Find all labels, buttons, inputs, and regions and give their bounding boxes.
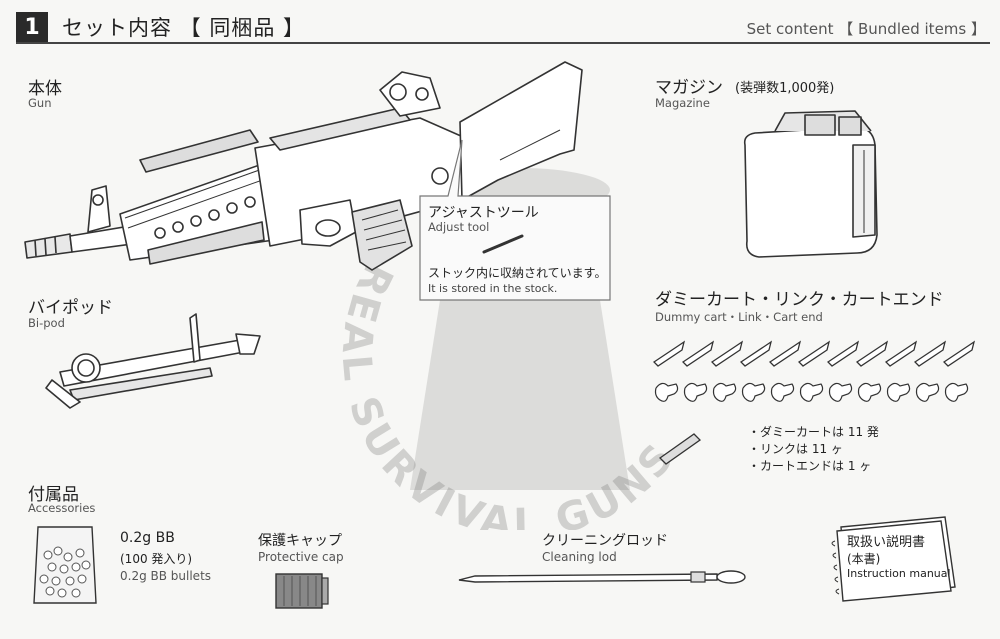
bb-label-en: 0.2g BB bullets bbox=[120, 569, 212, 583]
bipod-label-en: Bi-pod bbox=[28, 316, 65, 330]
section-number: 1 bbox=[16, 12, 48, 42]
bipod-illustration bbox=[45, 313, 261, 409]
cap-illustration bbox=[275, 573, 329, 609]
manual-illustration bbox=[831, 516, 956, 602]
bb-detail: (100 発入り) bbox=[120, 552, 193, 566]
dummy-cart bbox=[942, 340, 976, 367]
dummy-cart bbox=[913, 340, 947, 367]
link bbox=[654, 382, 679, 402]
dummy-cart bbox=[884, 340, 918, 367]
dummy-note-link: ・リンクは 11 ヶ bbox=[748, 442, 843, 456]
dummy-cart bbox=[681, 340, 715, 367]
adjust-tool-label-en: Adjust tool bbox=[428, 220, 490, 234]
link bbox=[770, 382, 795, 402]
header-rule bbox=[16, 42, 990, 44]
link bbox=[828, 382, 853, 402]
link bbox=[683, 382, 708, 402]
rod-label: クリーニングロッド bbox=[542, 533, 668, 549]
link bbox=[741, 382, 766, 402]
link bbox=[712, 382, 737, 402]
dummy-cart bbox=[710, 340, 744, 367]
gun-illustration bbox=[24, 61, 583, 271]
rod-label-en: Cleaning lod bbox=[542, 550, 617, 564]
accessories-label-en: Accessories bbox=[28, 501, 96, 515]
dummy-cart bbox=[652, 340, 686, 367]
adjust-tool-note: ストック内に収納されています。 bbox=[428, 266, 607, 280]
gun-label-en: Gun bbox=[28, 96, 52, 110]
dummy-label: ダミーカート・リンク・カートエンド bbox=[655, 290, 944, 310]
dummy-cart bbox=[855, 340, 889, 367]
adjust-tool-label: アジャストツール bbox=[428, 205, 539, 221]
section-title: セット内容 【 同梱品 】 bbox=[62, 16, 306, 40]
manual-label: 取扱い説明書 bbox=[847, 535, 926, 550]
magazine-illustration bbox=[743, 110, 878, 258]
link bbox=[857, 382, 882, 402]
dummy-cart bbox=[768, 340, 802, 367]
cart-end bbox=[658, 433, 702, 465]
magazine-detail: (装弾数1,000発) bbox=[735, 81, 835, 96]
dummy-cart bbox=[739, 340, 773, 367]
dummy-cart-illustration bbox=[652, 340, 976, 465]
dummy-cart bbox=[797, 340, 831, 367]
dummy-cart bbox=[826, 340, 860, 367]
link bbox=[886, 382, 911, 402]
adjust-tool-note-en: It is stored in the stock. bbox=[428, 282, 558, 295]
manual-detail: (本書) bbox=[847, 552, 881, 566]
link bbox=[944, 382, 969, 402]
bb-bag-illustration bbox=[33, 526, 97, 604]
bb-label: 0.2g BB bbox=[120, 530, 175, 546]
magazine-label-en: Magazine bbox=[655, 96, 710, 110]
accessories-label: 付属品 bbox=[28, 485, 79, 505]
gun-label: 本体 bbox=[28, 79, 62, 99]
link bbox=[799, 382, 824, 402]
bipod-label: バイポッド bbox=[28, 298, 113, 318]
cap-label: 保護キャップ bbox=[258, 533, 342, 549]
cleaning-rod-illustration bbox=[458, 570, 746, 584]
link bbox=[915, 382, 940, 402]
dummy-note-cartend: ・カートエンドは 1 ヶ bbox=[748, 459, 872, 473]
manual-label-en: Instruction manual bbox=[847, 567, 951, 580]
dummy-label-en: Dummy cart・Link・Cart end bbox=[655, 310, 823, 324]
magazine-label: マガジン bbox=[655, 78, 723, 98]
cap-label-en: Protective cap bbox=[258, 550, 344, 564]
section-title-en: Set content 【 Bundled items 】 bbox=[746, 20, 986, 38]
dummy-note-cart: ・ダミーカートは 11 発 bbox=[748, 425, 879, 439]
